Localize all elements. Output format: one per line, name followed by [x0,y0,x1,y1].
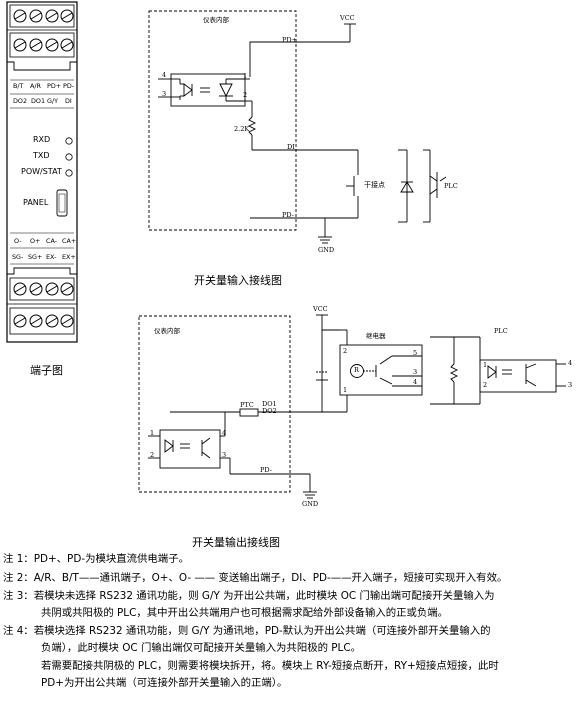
note-4-line2: 负端），此时模块 OC 门输出端仅可配接开关量输入为共阳极的 PLC。 [41,642,361,654]
output-vcc: VCC [313,305,328,313]
led-label-txd: TXD [33,151,50,160]
term-label-bt: B/T [13,82,24,90]
input-pin3: 3 [162,90,167,98]
output-pd-minus: PD- [260,466,272,474]
output-opto-pin3: 3 [222,451,227,459]
output-plc-pin4: 4 [568,359,573,367]
led-label-rxd: RXD [33,135,51,144]
input-pin4: 4 [162,71,167,79]
note-1: 注 1：PD+、PD-为模块直流供电端子。 [3,553,189,565]
output-opto-pin4: 4 [222,429,227,437]
term-label-ar: A/R [30,82,41,90]
output-relay-pin1: 1 [343,386,348,394]
term-label-caplus: CA+ [62,237,77,245]
term-label-oplus: O+ [30,237,41,245]
input-caption: 开关量输入接线图 [194,274,282,287]
input-box-label: 仪表内部 [203,16,229,24]
output-do2: DO2 [262,407,277,415]
input-gnd: GND [318,246,335,254]
output-plc: PLC [494,327,508,335]
input-pin1: 1 [243,72,248,80]
input-pd-minus: PD- [282,211,294,219]
input-pin2: 2 [243,91,248,99]
note-3-line2: 共阴或共阳极的 PLC，其中开出公共端用户也可根据需求配给外部设备输入的正或负端… [41,607,449,619]
output-box-label: 仪表内部 [154,327,180,335]
screw-row-bottom-1 [13,282,74,296]
term-label-caminus: CA- [46,237,57,245]
output-relay-pin2: 2 [343,347,348,355]
output-relay-pin4: 4 [413,378,418,386]
panel-label: PANEL [23,198,49,207]
term-label-ominus: O- [14,237,22,245]
output-caption: 开关量输出接线图 [192,536,280,549]
output-relay-r: R [354,366,359,374]
output-ptc: PTC [240,401,254,409]
terminal-block-drawing [6,1,78,343]
output-relay-pin5: 5 [413,349,418,357]
term-label-pdminus: PD- [63,82,75,90]
term-label-explus: EX+ [62,253,76,261]
screw-row-bottom-2 [13,314,74,328]
input-vcc: VCC [340,14,355,22]
note-4-line1: 注 4：若模块选择 RS232 通讯功能，则 G/Y 为通讯地，PD-默认为开出… [3,625,491,637]
input-resistor: 2.2K [234,125,250,133]
output-opto-pin2: 2 [150,451,155,459]
screw-row-top-1 [13,9,74,23]
term-label-gy: G/Y [47,97,59,105]
output-plc-pin1: 1 [483,361,488,369]
input-di: DI [287,143,295,151]
output-do1: DO1 [262,400,277,408]
output-plc-pin3: 3 [568,381,573,389]
input-plc: PLC [444,182,458,190]
term-label-sgplus: SG+ [28,253,43,261]
output-relay-pin3: 3 [413,368,418,376]
output-opto-pin1: 1 [150,429,155,437]
term-label-do1: DO1 [31,97,46,105]
term-label-do2: DO2 [13,97,28,105]
output-relay: 继电器 [366,332,386,340]
term-label-di: DI [65,97,72,105]
input-dry-contact: 干接点 [364,181,385,189]
output-gnd: GND [302,500,319,508]
input-pd-plus: PD+ [282,36,298,44]
output-plc-pin2: 2 [483,381,488,389]
note-4-line3: 若需要配接共阴极的 PLC，则需要将模块拆开，将。模块上 RY-短接点断开，RY… [41,660,499,672]
screw-row-top-2 [13,38,74,52]
term-label-sgminus: SG- [12,253,24,261]
note-3-line1: 注 3：若模块未选择 RS232 通讯功能，则 G/Y 为开出公共端，此时模块 … [3,590,495,602]
note-4-line4: PD+为开出公共端（可连接外部开关量输入的正端）。 [41,677,288,689]
terminal-caption: 端子图 [30,364,63,377]
led-label-pow: POW/STAT [21,167,62,176]
term-label-pdplus: PD+ [47,82,62,90]
term-label-exminus: EX- [46,253,57,261]
note-2: 注 2：A/R、B/T——通讯端子，O+、O- —— 变送输出端子，DI、PD-… [3,572,508,584]
terminal-block: B/T A/R PD+ PD- DO2 DO1 G/Y DI RXD TXD P… [0,0,90,345]
